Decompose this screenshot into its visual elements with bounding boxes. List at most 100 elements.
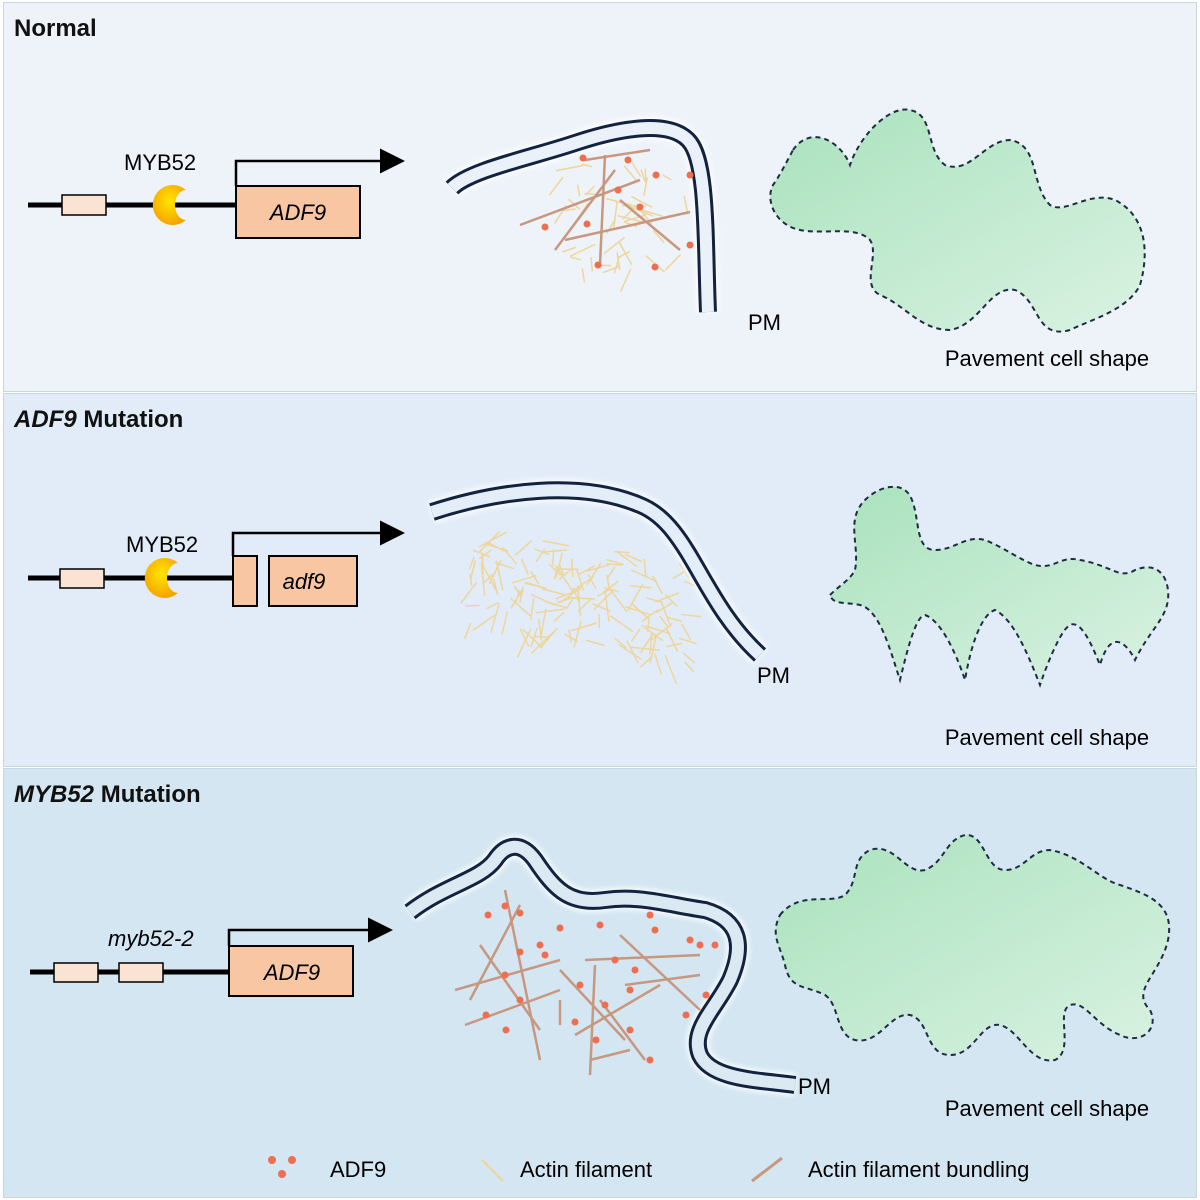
actin-filament	[609, 615, 634, 633]
actin-filament	[683, 195, 689, 215]
pm-label: PM	[798, 1074, 831, 1099]
actin-filament	[614, 637, 627, 649]
adf9-gene-fragment-left	[232, 555, 258, 607]
actin-filament	[534, 548, 550, 556]
adf9-gene-label: ADF9	[262, 960, 320, 985]
actin-filament	[606, 574, 611, 591]
actin-filament	[576, 585, 582, 617]
adf9-dot	[502, 1026, 510, 1034]
adf9-dot	[592, 1036, 600, 1044]
actin-filament	[682, 652, 696, 664]
adf9-dot	[501, 971, 509, 979]
actin-filament	[537, 618, 543, 642]
actin-filament	[629, 584, 652, 589]
legend-adf9-icon	[268, 1156, 296, 1178]
actin-filament	[654, 653, 663, 675]
promoter-box	[61, 194, 107, 216]
actin-filament	[654, 592, 680, 603]
legend-bundling-icon	[751, 1156, 783, 1183]
myb52-mutant-label: myb52-2	[108, 926, 194, 951]
actin-filament	[643, 177, 649, 196]
actin-filament	[587, 573, 597, 590]
adf9-dot	[583, 220, 591, 228]
actin-filament	[492, 578, 499, 596]
actin-filament	[666, 616, 682, 623]
actin-filament	[604, 592, 610, 622]
actin-filament	[619, 268, 632, 292]
adf9-dot	[596, 921, 604, 929]
actin-filament	[613, 550, 630, 554]
adf9-dot	[682, 1011, 690, 1019]
actin-filament	[572, 587, 580, 602]
adf9-dot	[646, 1056, 654, 1064]
actin-filament	[641, 624, 664, 642]
actin-filament	[639, 655, 653, 668]
actin-filament	[606, 558, 624, 566]
actin-filament	[571, 622, 597, 632]
pavement-cell-myb52-mutation	[774, 833, 1171, 1062]
promoter-box	[53, 962, 99, 983]
gene-construct-adf9-mutation: MYB52 adf9	[28, 520, 405, 607]
pavement-cell-normal	[769, 108, 1146, 333]
actin-filament	[540, 608, 547, 637]
gene-construct-myb52-mutation: myb52-2 ADF9	[30, 917, 393, 997]
actin-filament	[524, 582, 539, 587]
actin-filament	[573, 620, 582, 648]
actin-filament	[576, 184, 581, 197]
legend-adf9-label: ADF9	[330, 1157, 386, 1182]
actin-filament	[630, 569, 658, 583]
actin-filament	[631, 162, 642, 178]
actin-filament	[551, 549, 555, 566]
actin-filament	[618, 240, 633, 265]
actin-filament	[587, 563, 610, 572]
plasma-membrane-adf9-mutation: PM	[428, 479, 790, 688]
actin-filament	[581, 163, 593, 168]
actin-filament	[596, 589, 610, 598]
adf9-gene-label: ADF9	[268, 200, 326, 225]
actin-filament	[535, 548, 546, 563]
adf9-dot	[501, 902, 509, 910]
actin-filament	[494, 561, 515, 570]
adf9-dot	[711, 941, 719, 949]
promoter-box	[118, 962, 164, 983]
panel-title-adf9-mutation: ADF9 Mutation	[14, 406, 184, 433]
filament-network-normal	[519, 148, 694, 292]
actin-filament	[486, 602, 499, 610]
actin-filament	[469, 573, 473, 586]
adf9-dot	[484, 911, 492, 919]
actin-bundle	[589, 1048, 631, 1062]
actin-bundle	[468, 904, 522, 1001]
actin-filament	[472, 613, 497, 631]
filament-network-adf9-mutation	[460, 531, 710, 685]
actin-filament	[522, 628, 543, 649]
actin-filament	[624, 605, 652, 616]
myb52-protein-icon	[152, 184, 186, 225]
actin-bundle	[564, 210, 691, 242]
adf9-dot	[579, 154, 587, 162]
pm-label: PM	[748, 310, 781, 335]
transcription-arrow	[227, 917, 393, 946]
actin-filament	[616, 551, 638, 567]
adf9-dot	[611, 956, 619, 964]
actin-filament	[530, 570, 540, 585]
actin-filament	[586, 562, 602, 586]
adf9-gene-fragment-right	[268, 555, 358, 607]
adf9-gene-box	[235, 185, 361, 239]
actin-filament	[643, 558, 647, 577]
actin-filament	[501, 611, 509, 635]
actin-bundle	[574, 983, 661, 1037]
actin-bundle	[584, 953, 701, 962]
actin-filament	[529, 598, 535, 621]
actin-filament	[651, 575, 663, 595]
actin-filament	[659, 615, 670, 629]
actin-filament	[627, 583, 644, 611]
adf9-dot	[702, 991, 710, 999]
actin-filament	[613, 201, 618, 228]
actin-filament	[639, 632, 655, 654]
adf9-dot	[686, 936, 694, 944]
actin-filament	[680, 623, 692, 641]
actin-filament	[510, 588, 524, 609]
actin-filament	[626, 640, 639, 664]
actin-filament	[482, 573, 494, 585]
actin-filament	[652, 229, 665, 244]
